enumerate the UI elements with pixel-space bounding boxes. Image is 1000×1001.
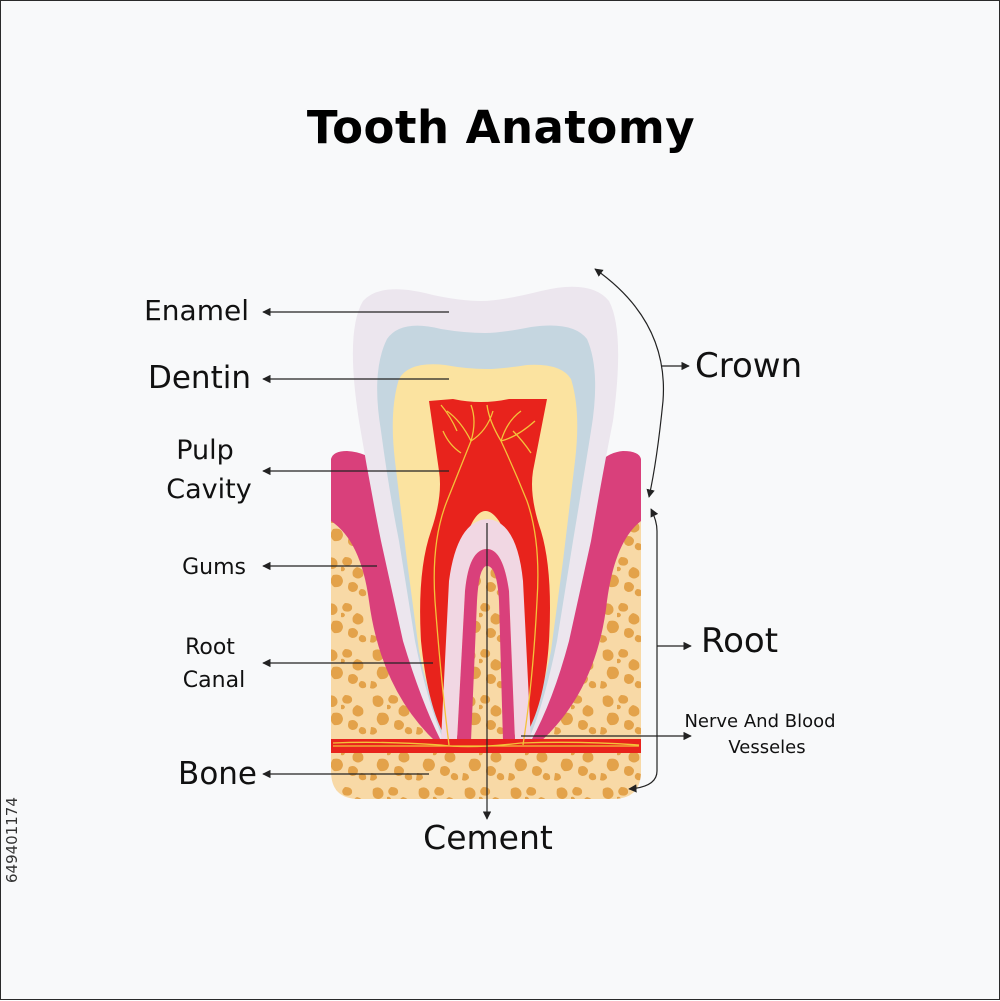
cement-arch bbox=[441, 519, 531, 741]
root-label: Root bbox=[701, 621, 778, 661]
crown-bracket bbox=[594, 268, 665, 498]
root-canal-label-line1: Root bbox=[185, 635, 235, 660]
crown-label: Crown bbox=[695, 346, 802, 386]
root-bracket bbox=[628, 508, 659, 793]
bone-label: Bone bbox=[178, 756, 257, 792]
stock-id-text: 649401174 bbox=[3, 797, 21, 883]
pulp-label-line2: Cavity bbox=[166, 474, 251, 505]
gums-label: Gums bbox=[182, 555, 246, 580]
enamel-label: Enamel bbox=[144, 294, 249, 327]
nerve-label-line1: Nerve And Blood bbox=[684, 711, 835, 732]
root-canal-label-line2: Canal bbox=[183, 668, 245, 693]
pulp-label-line1: Pulp bbox=[176, 435, 234, 466]
nerve-label-line2: Vesseles bbox=[728, 737, 805, 758]
diagram-title: Tooth Anatomy bbox=[306, 101, 696, 154]
right-gum bbox=[523, 451, 641, 743]
dentin-label: Dentin bbox=[148, 360, 251, 396]
pulp-cavity bbox=[420, 399, 550, 741]
cement-label: Cement bbox=[423, 818, 553, 857]
nerve-fibers bbox=[332, 404, 640, 748]
